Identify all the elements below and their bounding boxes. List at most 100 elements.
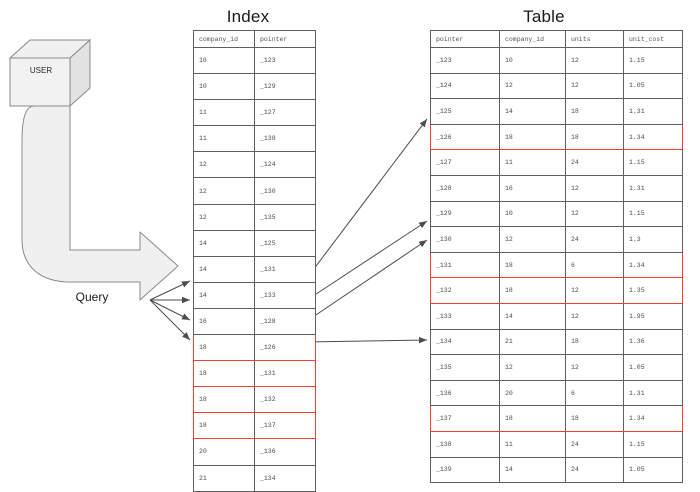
table-cell-units: 12 [565, 354, 624, 381]
table-cell-unit-cost: 1.31 [623, 98, 683, 125]
query-arrow-shape [21, 105, 179, 301]
table-cell-pointer: _125 [430, 98, 500, 125]
index-cell-company-id: 16 [193, 307, 255, 336]
table-cell-pointer: _127 [430, 149, 500, 176]
index-cell-pointer: _127 [254, 99, 316, 127]
index-cell-pointer: _136 [254, 438, 316, 466]
table-cell-pointer: _124 [430, 72, 500, 100]
index-row: 20_136 [193, 438, 316, 466]
index-row: 10_129 [193, 73, 316, 101]
table-cell-pointer: _132 [430, 277, 500, 304]
table-header-units: units [565, 30, 624, 48]
table-header-row: pointer company_id units unit_cost [430, 30, 683, 48]
index-cell-pointer: _128 [254, 307, 316, 336]
index-cell-pointer: _125 [254, 229, 316, 257]
table-cell-units: 18 [565, 405, 624, 432]
table-cell-units: 12 [565, 174, 624, 202]
index-header-company-id: company_id [193, 30, 255, 48]
table-cell-company-id: 12 [499, 72, 566, 100]
index-cell-company-id: 12 [193, 151, 255, 179]
table-cell-company-id: 10 [499, 47, 566, 74]
index-row: 11_138 [193, 125, 316, 153]
user-cube [8, 38, 92, 108]
table-cell-units: 18 [565, 98, 624, 125]
table-cell-company-id: 16 [499, 174, 566, 202]
table-cell-units: 12 [565, 277, 624, 304]
index-cell-company-id: 12 [193, 203, 255, 231]
index-cell-pointer: _131 [254, 255, 316, 283]
table-cell-company-id: 18 [499, 251, 566, 279]
index-cell-pointer: _124 [254, 151, 316, 179]
table-cell-company-id: 14 [499, 98, 566, 125]
index-cell-company-id: 20 [193, 438, 255, 466]
index-cell-pointer: _134 [254, 464, 316, 492]
table-cell-unit-cost: 1.05 [623, 72, 683, 100]
index-row: 10_123 [193, 46, 316, 75]
index-header-row: company_id pointer [193, 30, 316, 48]
table-cell-pointer: _134 [430, 328, 500, 356]
index-cell-company-id: 18 [193, 360, 255, 388]
table-cell-unit-cost: 1.36 [623, 328, 683, 356]
index-cell-pointer: _126 [254, 334, 316, 362]
user-cube-label: USER [29, 66, 53, 75]
index-table-lookup-diagram: Index Table USER Query [8, 7, 683, 492]
table-cell-units: 24 [565, 430, 624, 458]
table-title: Table [523, 7, 565, 26]
index-row: 21_134 [193, 464, 316, 492]
table-cell-company-id: 14 [499, 456, 566, 484]
table-cell-pointer: _126 [430, 123, 500, 151]
index-cell-pointer: _135 [254, 203, 316, 231]
table-cell-pointer: _139 [430, 456, 500, 484]
table-cell-company-id: 12 [499, 226, 566, 253]
table-cell-unit-cost: 1.31 [623, 379, 683, 407]
table-cell-unit-cost: 1.05 [623, 354, 683, 381]
table-cell-unit-cost: 1.34 [623, 405, 683, 432]
table-cell-pointer: _128 [430, 174, 500, 202]
table-cell-unit-cost: 1.15 [623, 47, 683, 74]
table-cell-company-id: 18 [499, 123, 566, 151]
table-cell-company-id: 20 [499, 379, 566, 407]
index-cell-company-id: 18 [193, 412, 255, 440]
index-cell-company-id: 18 [193, 386, 255, 414]
table-cell-pointer: _135 [430, 354, 500, 381]
table-cell-company-id: 14 [499, 302, 566, 330]
index-row: 14_125 [193, 229, 316, 257]
index-cell-company-id: 18 [193, 334, 255, 362]
table-cell-unit-cost: 1.15 [623, 200, 683, 228]
table-cell-pointer: _138 [430, 430, 500, 458]
table-cell-pointer: _129 [430, 200, 500, 228]
table-cell-units: 12 [565, 47, 624, 74]
table-header-unit-cost: unit_cost [623, 30, 683, 48]
table-cell-company-id: 11 [499, 430, 566, 458]
index-row: 12_130 [193, 177, 316, 205]
table-cell-unit-cost: 1.95 [623, 302, 683, 330]
index-row: 18_137 [193, 412, 316, 440]
index-cell-pointer: _137 [254, 412, 316, 440]
index-cell-company-id: 21 [193, 464, 255, 492]
table-cell-units: 6 [565, 379, 624, 407]
table-cell-units: 12 [565, 72, 624, 100]
index-cell-company-id: 10 [193, 73, 255, 101]
index-row: 12_124 [193, 151, 316, 179]
index-cell-company-id: 14 [193, 229, 255, 257]
index-cell-company-id: 14 [193, 255, 255, 283]
table-cell-pointer: _136 [430, 379, 500, 407]
index-cell-pointer: _132 [254, 386, 316, 414]
index-cell-pointer: _138 [254, 125, 316, 153]
table-cell-units: 18 [565, 328, 624, 356]
index-row: 14_133 [193, 281, 316, 309]
table-cell-company-id: 18 [499, 405, 566, 432]
index-cell-company-id: 11 [193, 99, 255, 127]
